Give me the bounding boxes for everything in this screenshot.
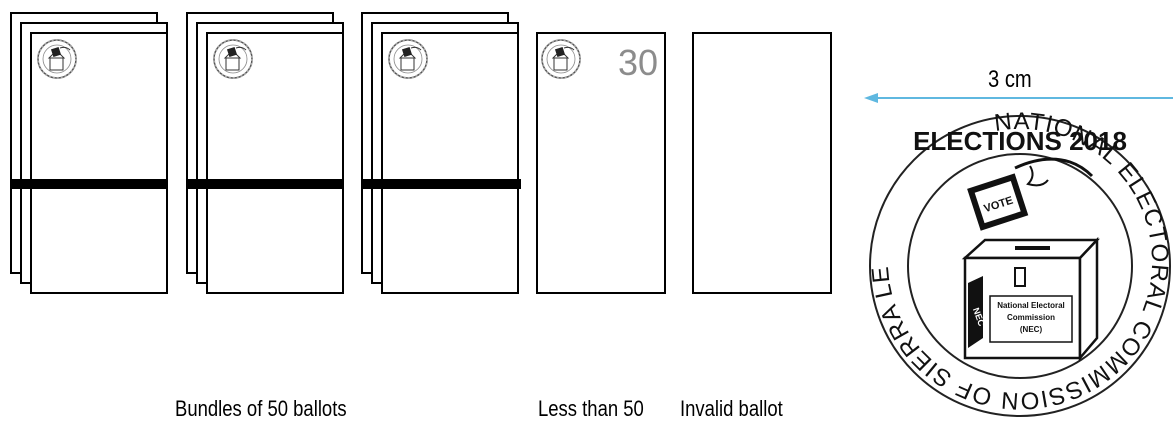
box-label-line2: Commission	[1007, 313, 1055, 322]
caption-invalid: Invalid ballot	[680, 396, 783, 422]
box-label-line3: (NEC)	[1020, 325, 1043, 334]
nec-seal: NATIONAL ELECTORAL COMMISSION OF SIERRA …	[865, 108, 1175, 424]
nec-seal-icon	[387, 38, 429, 80]
nec-seal-icon	[540, 38, 582, 80]
caption-invalid-clip: Invalid ballot	[680, 390, 835, 424]
nec-seal-icon	[212, 38, 254, 80]
bundle-band	[361, 179, 521, 189]
ballot-count: 30	[618, 42, 658, 84]
box-label-line1: National Electoral	[997, 301, 1065, 310]
measurement-arrow	[860, 88, 1175, 108]
bundle-band	[186, 179, 344, 189]
ballot-sheet	[692, 32, 832, 294]
nec-seal-icon	[36, 38, 78, 80]
caption-bundles: Bundles of 50 ballots	[175, 396, 347, 422]
seal-top-text: ELECTIONS 2018	[913, 126, 1127, 156]
caption-less-than: Less than 50	[538, 396, 644, 422]
bundle-band	[10, 179, 168, 189]
